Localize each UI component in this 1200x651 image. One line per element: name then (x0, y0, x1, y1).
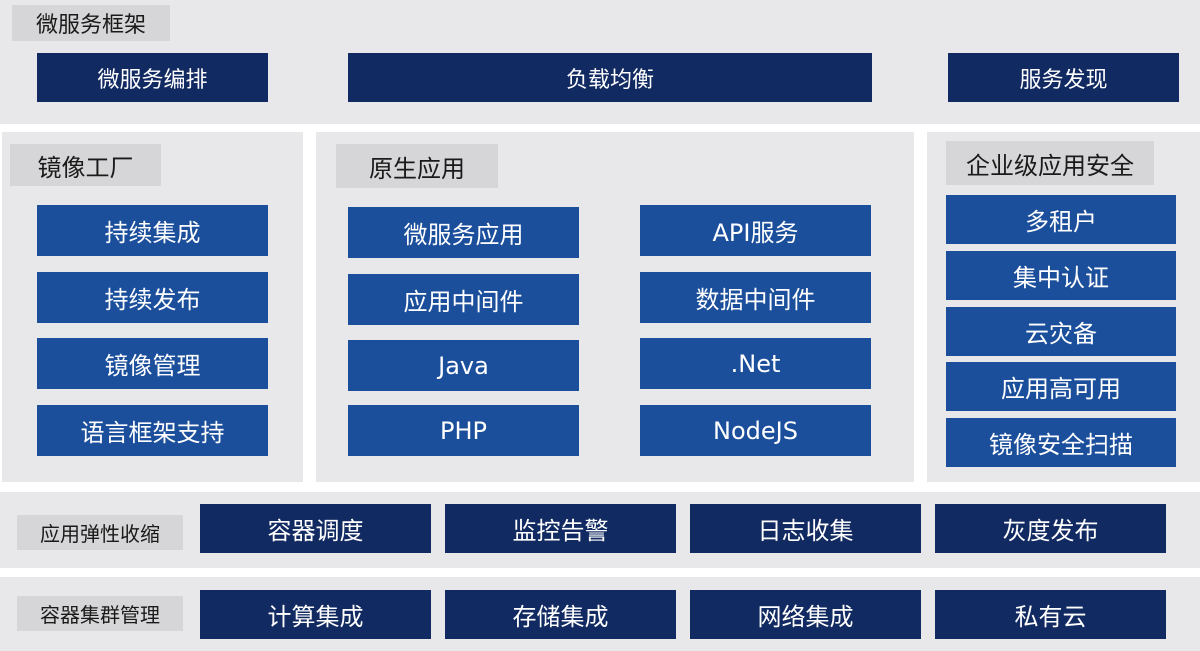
native-apps-item-nodejs: NodeJS (640, 405, 871, 456)
security-item-high-availability: 应用高可用 (946, 362, 1176, 411)
image-factory-item-image-mgmt: 镜像管理 (37, 338, 268, 389)
elastic-item-monitoring: 监控告警 (445, 504, 676, 553)
elastic-item-logging: 日志收集 (690, 504, 921, 553)
native-apps-item-data-middleware: 数据中间件 (640, 272, 871, 323)
cluster-title: 容器集群管理 (17, 596, 183, 631)
enterprise-security-title: 企业级应用安全 (946, 141, 1154, 185)
native-apps-item-dotnet: .Net (640, 338, 871, 389)
native-apps-item-java: Java (348, 340, 579, 391)
elastic-item-canary: 灰度发布 (935, 504, 1166, 553)
image-factory-title: 镜像工厂 (10, 144, 161, 186)
image-factory-item-ci: 持续集成 (37, 205, 268, 256)
security-item-central-auth: 集中认证 (946, 251, 1176, 300)
image-factory-item-lang-framework: 语言框架支持 (37, 405, 268, 456)
security-item-multi-tenant: 多租户 (946, 195, 1176, 244)
native-apps-title: 原生应用 (336, 144, 498, 188)
native-apps-item-api-service: API服务 (640, 205, 871, 256)
elastic-item-scheduling: 容器调度 (200, 504, 431, 553)
native-apps-item-app-middleware: 应用中间件 (348, 274, 579, 325)
security-item-image-scan: 镜像安全扫描 (946, 418, 1176, 467)
framework-item-service-discovery: 服务发现 (948, 53, 1179, 102)
framework-title: 微服务框架 (12, 5, 170, 41)
framework-item-load-balancing: 负载均衡 (348, 53, 872, 102)
native-apps-item-php: PHP (348, 405, 579, 456)
security-item-cloud-dr: 云灾备 (946, 307, 1176, 356)
cluster-item-storage: 存储集成 (445, 590, 676, 639)
native-apps-item-microservice-app: 微服务应用 (348, 207, 579, 258)
cluster-item-compute: 计算集成 (200, 590, 431, 639)
cluster-item-private-cloud: 私有云 (935, 590, 1166, 639)
framework-item-orchestration: 微服务编排 (37, 53, 268, 102)
image-factory-item-cd: 持续发布 (37, 272, 268, 323)
elastic-title: 应用弹性收缩 (17, 515, 183, 550)
cluster-item-network: 网络集成 (690, 590, 921, 639)
